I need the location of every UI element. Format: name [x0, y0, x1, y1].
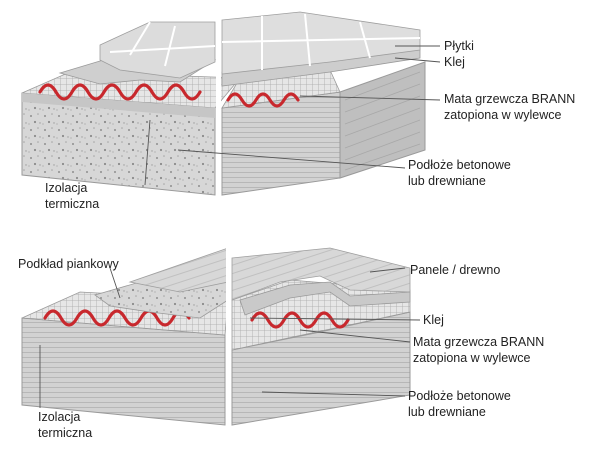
label-panels: Panele / drewno	[410, 262, 500, 278]
label-insulation-top-line1: Izolacja	[45, 180, 99, 196]
label-base-bottom: Podłoże betonowe lub drewniane	[408, 388, 511, 420]
label-foam-underlay: Podkład piankowy	[18, 256, 119, 272]
label-base-bottom-line2: lub drewniane	[408, 404, 511, 420]
label-adhesive-bottom: Klej	[423, 312, 444, 328]
label-insulation-bottom: Izolacja termiczna	[38, 409, 92, 441]
label-heating-mat-top-line1: Mata grzewcza BRANN	[444, 91, 575, 107]
label-heating-mat-top: Mata grzewcza BRANN zatopiona w wylewce	[444, 91, 575, 123]
label-insulation-top: Izolacja termiczna	[45, 180, 99, 212]
label-heating-mat-top-line2: zatopiona w wylewce	[444, 107, 575, 123]
label-insulation-bottom-line1: Izolacja	[38, 409, 92, 425]
top-right-slab-front	[222, 92, 340, 195]
label-insulation-bottom-line2: termiczna	[38, 425, 92, 441]
label-base-bottom-line1: Podłoże betonowe	[408, 388, 511, 404]
label-adhesive-top: Klej	[444, 54, 465, 70]
label-insulation-top-line2: termiczna	[45, 196, 99, 212]
label-heating-mat-bottom-line2: zatopiona w wylewce	[413, 350, 544, 366]
label-tiles: Płytki	[444, 38, 474, 54]
label-heating-mat-bottom-line1: Mata grzewcza BRANN	[413, 334, 544, 350]
top-section	[22, 10, 440, 200]
label-base-top-line2: lub drewniane	[408, 173, 511, 189]
label-base-top: Podłoże betonowe lub drewniane	[408, 157, 511, 189]
label-base-top-line1: Podłoże betonowe	[408, 157, 511, 173]
label-heating-mat-bottom: Mata grzewcza BRANN zatopiona w wylewce	[413, 334, 544, 366]
